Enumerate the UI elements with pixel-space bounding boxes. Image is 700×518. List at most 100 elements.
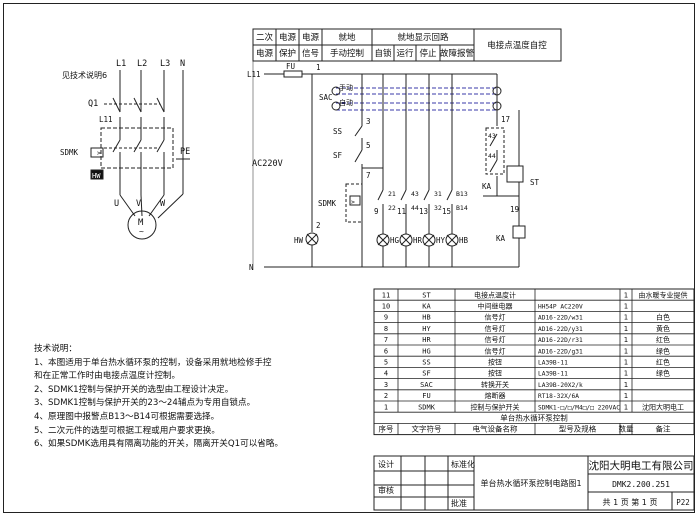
bom-cell-name: 信号灯 bbox=[485, 313, 506, 322]
bom-cell-spec: SDMK1-□/□/M4□/□ 220VAC bbox=[538, 404, 620, 411]
wire-15: 15 bbox=[442, 207, 451, 216]
bom-cell-qty: 1 bbox=[624, 403, 628, 411]
bom-cell-no: 2 bbox=[384, 392, 388, 400]
bom-cell-name: 中间继电器 bbox=[478, 302, 513, 311]
power-l11-label: L11 bbox=[99, 115, 113, 124]
bom-cell-qty: 1 bbox=[624, 325, 628, 333]
bom-cell-no: 6 bbox=[384, 347, 388, 355]
bom-cell-no: 11 bbox=[382, 291, 390, 299]
standard-label: 标准化 bbox=[451, 459, 475, 469]
control-l11: L11 bbox=[247, 70, 261, 79]
approve-label: 批准 bbox=[451, 498, 467, 508]
bom-cell-code: FU bbox=[422, 392, 430, 400]
ka-coil-label: KA bbox=[496, 234, 506, 243]
drawing-frame bbox=[3, 3, 695, 513]
header-col-3-top: 电源 bbox=[302, 32, 320, 43]
ss-label: SS bbox=[333, 127, 343, 136]
bom-cell-qty: 1 bbox=[624, 336, 628, 344]
bom-cell-name: 信号灯 bbox=[485, 346, 506, 355]
wire-5: 5 bbox=[366, 141, 371, 150]
bom-cell-note: 红色 bbox=[656, 335, 670, 344]
wire-1: 1 bbox=[316, 63, 321, 72]
line-n: N bbox=[180, 59, 185, 69]
contact-43: 43 bbox=[411, 190, 419, 198]
bom-cell-name: 转换开关 bbox=[481, 380, 509, 389]
line-l2: L2 bbox=[137, 59, 147, 69]
bom-cell-qty: 1 bbox=[624, 303, 628, 311]
note-line-6: 5、二次元件的选型可根据工程或用户要求更换。 bbox=[34, 425, 220, 436]
header-display-col-4: 故障报警 bbox=[440, 48, 475, 59]
bom-cell-note: 绿色 bbox=[656, 346, 670, 355]
sdmk-arrow-icon: > bbox=[97, 149, 101, 157]
bom-cell-spec: LA39B-11 bbox=[538, 371, 568, 378]
hy-label: HY bbox=[436, 236, 446, 245]
bom-cell-note: 绿色 bbox=[656, 369, 670, 378]
fuse-icon bbox=[283, 70, 303, 78]
bom-cell-no: 10 bbox=[382, 303, 390, 311]
bom-cell-code: KA bbox=[422, 303, 431, 311]
bom-cell-qty: 1 bbox=[624, 359, 628, 367]
sac-label: SAC bbox=[319, 93, 333, 102]
notes-title: 技术说明： bbox=[34, 344, 77, 354]
bom-cell-code: SAC bbox=[420, 381, 433, 389]
st-label: ST bbox=[530, 178, 540, 187]
line-l1: L1 bbox=[116, 59, 126, 69]
bom-cell-name: 按钮 bbox=[488, 358, 502, 367]
bom-cell-note: 红色 bbox=[656, 358, 670, 367]
auto-label: 自动 bbox=[339, 98, 353, 107]
bom-cell-note: 沈阳大明电工 bbox=[642, 402, 684, 411]
bom-cell-name: 按钮 bbox=[488, 369, 502, 378]
contact-32: 32 bbox=[434, 204, 442, 212]
bom-cell-no: 7 bbox=[384, 336, 388, 344]
q1-note: 见技术说明6 bbox=[62, 70, 107, 80]
bom-cell-spec: AD16-22D/y31 bbox=[538, 326, 583, 333]
drawing-number: DMK2.200.251 bbox=[612, 480, 670, 489]
pe-label: PE bbox=[180, 147, 190, 157]
wire-17: 17 bbox=[501, 115, 510, 124]
bom-header-qty: 数量 bbox=[619, 424, 634, 434]
bom-cell-code: SS bbox=[422, 359, 430, 367]
header-labels: 二次 电源 电源 保护 电源 信号 就地 手动控制 就地显示回路 自锁 运行 停… bbox=[256, 32, 547, 59]
line-l3: L3 bbox=[160, 59, 170, 69]
note-line-7: 6、如果SDMK选用具有隔离功能的开关，隔离开关Q1可以省略。 bbox=[34, 439, 284, 450]
company-name: 沈阳大明电工有限公司 bbox=[589, 459, 694, 472]
bom-header-name: 电气设备名称 bbox=[473, 424, 518, 434]
header-table bbox=[252, 28, 562, 270]
motor-sub: ~ bbox=[139, 227, 144, 236]
bom-cell-no: 1 bbox=[384, 403, 388, 411]
header-col-1-bottom: 电源 bbox=[256, 48, 274, 59]
contact-21: 21 bbox=[388, 190, 396, 198]
header-col-2-top: 电源 bbox=[279, 32, 297, 43]
note-line-4: 3、SDMK1控制与保护开关的23～24辅点为专用自锁点。 bbox=[34, 398, 256, 409]
bom-cell-no: 4 bbox=[384, 370, 388, 378]
bom-cell-name: 电接点温度计 bbox=[474, 290, 516, 299]
contact-b13: B13 bbox=[456, 190, 468, 198]
bom-cell-code: HY bbox=[422, 325, 431, 333]
wire-2: 2 bbox=[316, 221, 321, 230]
bom-cell-no: 9 bbox=[384, 314, 388, 322]
check-label: 审核 bbox=[378, 485, 394, 495]
manual-label: 手动 bbox=[339, 83, 353, 92]
contact-44: 44 bbox=[411, 204, 419, 212]
bom-cell-qty: 1 bbox=[624, 347, 628, 355]
wire-11: 11 bbox=[397, 207, 406, 216]
bom-caption: 单台热水循环泵控制 bbox=[500, 413, 568, 423]
control-labels: L11 FU N AC220V 1 SAC 手动 自动 SS SF SDMK >… bbox=[247, 62, 540, 272]
bom-cell-qty: 1 bbox=[624, 291, 628, 299]
technical-notes: 技术说明： 1、本图适用于单台热水循环泵的控制，设备采用就地检修手控 和在正常工… bbox=[34, 343, 374, 452]
control-circuit bbox=[264, 70, 526, 268]
design-label: 设计 bbox=[378, 459, 394, 469]
contact-b14: B14 bbox=[456, 204, 468, 212]
sheet-info: 共 1 页 第 1 页 bbox=[603, 497, 658, 507]
power-circuit bbox=[90, 70, 190, 240]
bom-cell-note: 由水暖专业提供 bbox=[639, 290, 688, 299]
contact-31: 31 bbox=[434, 190, 442, 198]
hw-box-label: HW bbox=[92, 172, 101, 180]
motor-label: M bbox=[138, 218, 144, 228]
fuse-label: FU bbox=[286, 62, 295, 71]
header-display-col-2: 运行 bbox=[396, 48, 414, 59]
note-line-1: 1、本图适用于单台热水循环泵的控制，设备采用就地检修手控 bbox=[34, 357, 272, 368]
hr-label: HR bbox=[413, 236, 423, 245]
bom-cell-no: 3 bbox=[384, 381, 388, 389]
